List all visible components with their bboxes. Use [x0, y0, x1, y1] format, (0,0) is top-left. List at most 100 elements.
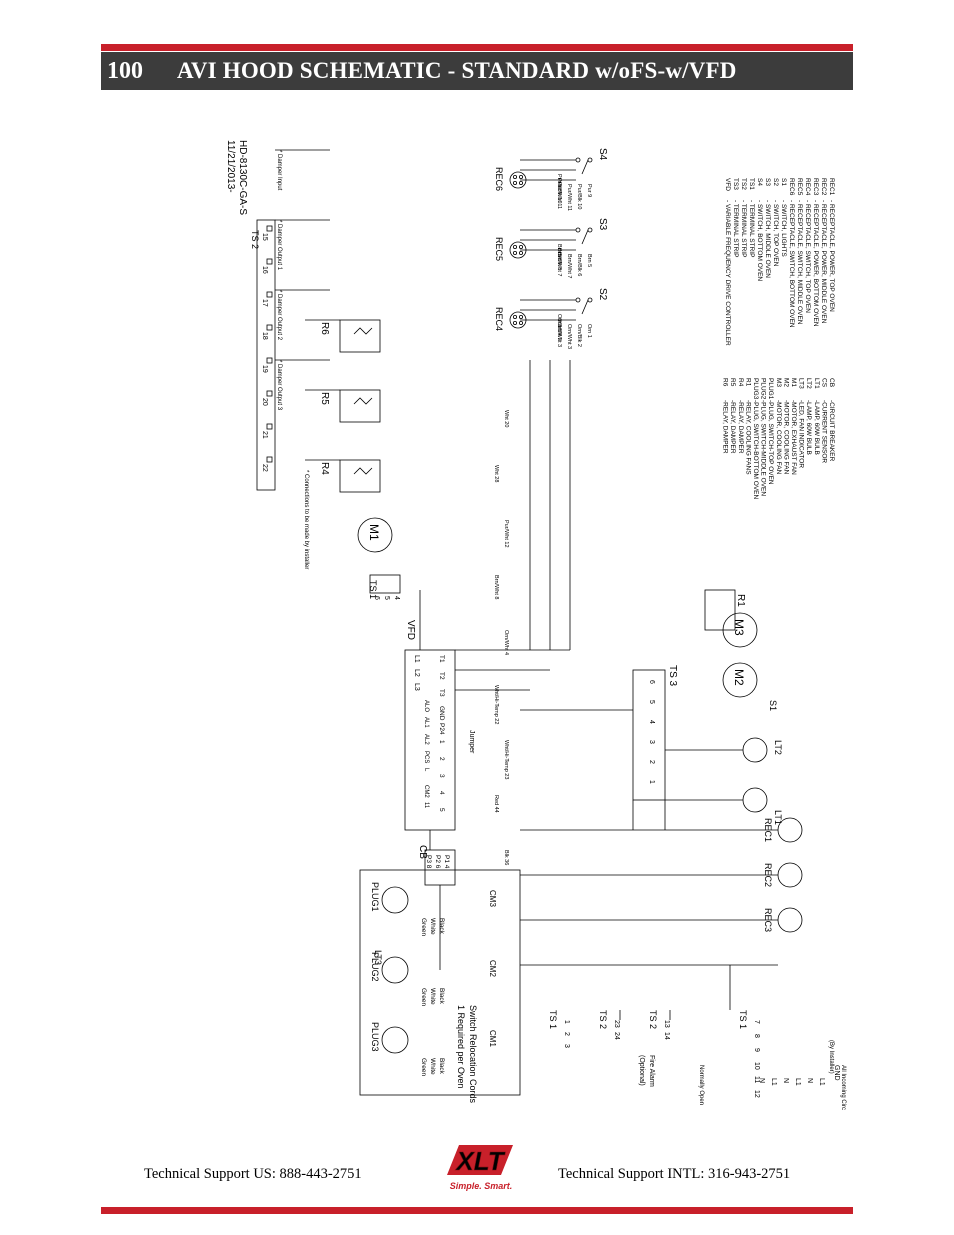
cb-terminal: P3 8	[425, 855, 432, 869]
legend-code: TS1	[748, 178, 755, 190]
terminal-number: 12	[753, 1090, 760, 1098]
legend-code: R5	[729, 378, 736, 387]
switch-wire-label: Orn/Blk 2	[556, 318, 562, 341]
relay-label: R4	[319, 462, 330, 475]
legend-desc: - RECEPTACLE, POWER, MIDDLE OVEN	[820, 200, 827, 324]
motor-label: M3	[732, 619, 746, 636]
legend-desc: -MOTOR, COOLING FAN	[775, 400, 782, 475]
vfd-body	[404, 649, 456, 831]
terminal-number: 17	[261, 299, 268, 307]
plug-wire-label: Green	[420, 988, 427, 1006]
legend-desc: - RECEPTACLE, SWITCH, MIDDLE OVEN	[796, 200, 803, 325]
legend-code: REC3	[812, 178, 819, 196]
plug-connector	[381, 1026, 409, 1054]
terminal-number: 13	[663, 1020, 670, 1028]
fire-alarm-label: Fire Alarm	[648, 1055, 655, 1087]
switch-contact	[575, 227, 581, 233]
receptacle-pin	[513, 320, 518, 325]
plug-connector	[381, 886, 409, 914]
model-label: HD-8130C-GA-S	[237, 140, 248, 215]
relay-body	[339, 459, 381, 493]
legend-code: S1	[780, 178, 787, 186]
lamp-label: LT3	[373, 950, 383, 965]
legend-code: REC1	[828, 178, 835, 196]
vfd-output-label: T2	[438, 672, 445, 680]
terminal-number: 22	[261, 464, 268, 472]
receptacle-label: REC6	[494, 167, 504, 191]
legend-code: TS3	[732, 178, 739, 190]
plug-label: PLUG3	[370, 1022, 380, 1052]
legend-code: PLUG1	[767, 378, 774, 400]
legend-code: R6	[722, 378, 729, 387]
legend-desc: -LAMP, 60W BULB	[813, 400, 820, 455]
relocation-note: Switch Relocation Cords	[468, 1005, 478, 1104]
xlt-logo-mark: XLT	[447, 1145, 513, 1176]
switch-arm	[581, 159, 589, 175]
terminal-screw	[266, 291, 273, 298]
legend-desc: - SWITCH, LIGHTS	[780, 200, 787, 257]
ts3-strip	[632, 669, 666, 801]
motor-label: M1	[367, 524, 381, 541]
cb-terminal: P1 4	[443, 855, 450, 869]
title-bar: 100 AVI HOOD SCHEMATIC - STANDARD w/oFS-…	[101, 52, 853, 90]
switch-wire-label: Orn 1	[556, 314, 562, 328]
wire-label: Wht/Hi-Temp 23	[503, 740, 509, 779]
switch-receptacle	[509, 241, 527, 259]
wire-label: Wht 28	[493, 465, 499, 482]
cb-terminal: P2 6	[434, 855, 441, 869]
terminal-number: 16	[261, 266, 268, 274]
jumper-label: Jumper	[468, 730, 475, 754]
ts1-top-strip	[369, 574, 401, 594]
legend-desc: - RECEPTACLE, POWER, BOTTOM OVEN	[812, 200, 819, 327]
legend-code: S4	[756, 178, 763, 186]
incoming-label: L1	[818, 1078, 825, 1086]
vfd-input-label: L2	[413, 669, 420, 677]
legend-desc: -PLUG, SWITCH-BOTTOM OVEN	[752, 400, 759, 499]
legend-desc: -RELAY, DAMPER	[722, 400, 729, 454]
legend-code: PLUG3	[752, 378, 759, 400]
vfd-output-label: 4	[438, 791, 445, 795]
terminal-number: 24	[613, 1032, 620, 1040]
legend-desc: -LAMP, 60W BULB	[805, 400, 812, 455]
legend-code: M1	[790, 378, 797, 387]
legend-desc: - SWITCH, TOP OVEN	[772, 200, 779, 267]
terminal-number: 6	[373, 596, 380, 600]
ts-label: TS 2	[648, 1010, 658, 1029]
incoming-label: L1	[794, 1078, 801, 1086]
terminal-number: 15	[261, 233, 268, 241]
switch-wire-label: Pur 9	[556, 174, 562, 187]
incoming-label: L1	[770, 1078, 777, 1086]
terminal-number: 23	[613, 1020, 620, 1028]
plug-box-frame	[359, 869, 521, 1096]
legend-desc: -CURRENT SENSOR	[820, 400, 827, 463]
receptacle-pin	[519, 244, 524, 249]
legend-desc: - SWITCH, MIDDLE OVEN	[764, 200, 771, 278]
legend-code: CB	[828, 378, 835, 387]
legend-code: REC5	[796, 178, 803, 196]
incoming-label: N	[758, 1078, 765, 1083]
relay-coil	[353, 397, 373, 405]
terminal-screw	[266, 258, 273, 265]
legend-desc: - SWITCH, BOTTOM OVEN	[756, 200, 763, 281]
terminal-number: 6	[648, 680, 655, 684]
terminal-number: 4	[648, 720, 655, 724]
terminal-number: 21	[261, 431, 268, 439]
terminal-number: 1	[648, 780, 655, 784]
ts-label: TS 1	[548, 1010, 558, 1029]
switch-wire-label: Brn 5	[556, 244, 562, 257]
page-title: AVI HOOD SCHEMATIC - STANDARD w/oFS-w/VF…	[177, 58, 737, 83]
installer-note: * Connections to be made by installer	[303, 470, 309, 569]
legend-code: M3	[775, 378, 782, 387]
switch-contact	[575, 297, 581, 303]
lamp-lt1	[742, 787, 768, 813]
wire-label: Blk 36	[503, 850, 509, 865]
damper-output-label: * Damper Output 1	[276, 220, 282, 271]
ts2-label: TS 2	[250, 230, 260, 249]
vfd-lower-label: AL1	[423, 717, 429, 728]
all-incoming-label: All Incoming Circuits	[840, 1065, 846, 1110]
terminal-number: 2	[648, 760, 655, 764]
lamp-label: LT1	[773, 810, 783, 825]
